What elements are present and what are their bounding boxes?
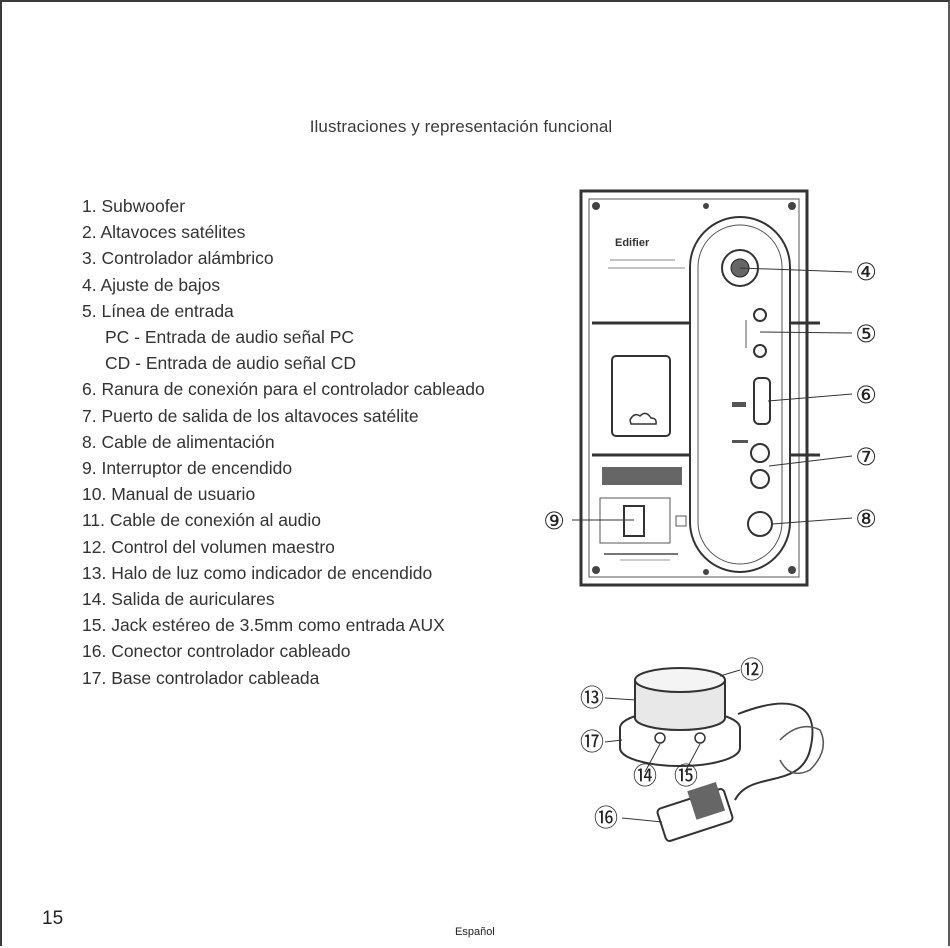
list-item: 5. Línea de entrada	[82, 300, 234, 321]
callout-leader	[759, 331, 853, 334]
subwoofer-inner-frame	[588, 198, 800, 578]
brand-logo: Edifier	[615, 237, 650, 249]
connector-column-inner	[697, 224, 783, 565]
list-item: 7. Puerto de salida de los altavoces sat…	[82, 405, 419, 426]
component-list: 1. Subwoofer 2. Altavoces satélites 3. Con…	[82, 193, 485, 691]
screw-icon	[788, 202, 796, 210]
satellite-output-jack	[750, 469, 770, 489]
page-title: Ilustraciones y representación funcional	[309, 117, 613, 136]
list-item: 16. Conector controlador cableado	[82, 641, 351, 662]
callout-leader	[684, 743, 701, 773]
volume-knob-top	[634, 667, 726, 693]
callout-5: ⑤	[855, 320, 877, 348]
callout-leader	[739, 267, 853, 273]
callout-leader	[604, 697, 637, 701]
cloud-icon	[629, 412, 657, 425]
output-label	[732, 440, 748, 443]
list-item: 9. Interruptor de encendido	[82, 458, 293, 479]
callout-15: ⑮	[674, 762, 698, 790]
page-number: 15	[42, 908, 64, 929]
screw-icon	[592, 202, 600, 210]
list-subitem: PC - Entrada de audio señal PC	[105, 327, 355, 348]
list-item: 4. Ajuste de bajos	[82, 274, 221, 295]
callout-7: ⑦	[855, 443, 877, 471]
power-switch	[623, 505, 645, 537]
callout-leader	[621, 817, 663, 823]
callout-9: ⑨	[543, 507, 565, 535]
volume-knob	[634, 680, 726, 731]
screw-icon	[788, 566, 796, 574]
pc-input-jack	[753, 308, 767, 322]
aux-jack	[694, 732, 706, 744]
list-item: 11. Cable de conexión al audio	[82, 510, 322, 531]
list-item: 12. Control del volumen maestro	[82, 536, 335, 557]
db9-connector-shell	[687, 781, 726, 820]
callout-leader	[604, 739, 623, 743]
callout-6: ⑥	[855, 381, 877, 409]
screw-icon	[703, 203, 709, 209]
list-item: 13. Halo de luz como indicador de encend…	[82, 562, 433, 583]
list-item: 3. Controlador alámbrico	[82, 248, 274, 269]
cable-coil	[779, 725, 825, 775]
callout-leader	[768, 455, 853, 467]
list-item: 10. Manual de usuario	[82, 484, 256, 505]
callout-16: ⑯	[594, 804, 618, 832]
subwoofer-rear-panel-illustration: Edifier ④ ⑤ ⑥ ⑦ ⑧ ⑨	[543, 189, 877, 587]
language-label: Español	[455, 926, 495, 938]
controller-slot	[753, 377, 771, 425]
wired-controller-illustration: ⑫ ⑬ ⑰ ⑭ ⑮ ⑯	[580, 656, 825, 842]
list-item: 1. Subwoofer	[82, 196, 186, 216]
callout-12: ⑫	[740, 656, 764, 684]
power-cable-port	[747, 511, 773, 537]
callout-leader	[771, 517, 853, 525]
screw-icon	[592, 566, 600, 574]
callout-leader	[644, 743, 661, 773]
callout-4: ④	[855, 258, 877, 286]
controller-base	[619, 728, 741, 767]
callout-13: ⑬	[580, 684, 604, 712]
list-item: 2. Altavoces satélites	[82, 222, 246, 243]
list-item: 17. Base controlador cableada	[82, 667, 320, 688]
callout-17: ⑰	[580, 728, 604, 756]
list-item: 14. Salida de auriculares	[82, 589, 275, 610]
fuse-icon	[675, 515, 687, 527]
controller-cable	[734, 702, 814, 801]
screw-icon	[703, 569, 709, 575]
list-subitem: CD - Entrada de audio señal CD	[105, 353, 356, 374]
certification-sticker	[602, 467, 682, 485]
cd-input-jack	[753, 344, 767, 358]
headphone-jack	[654, 732, 666, 744]
list-item: 8. Cable de alimentación	[82, 431, 275, 452]
callout-8: ⑧	[855, 505, 877, 533]
list-item: 6. Ranura de conexión para el controlado…	[82, 379, 485, 400]
callout-14: ⑭	[633, 762, 657, 790]
callout-leader	[767, 393, 853, 402]
callout-leader	[719, 669, 741, 677]
satellite-output-jack	[750, 443, 770, 463]
product-label-window	[611, 355, 671, 437]
slot-label	[732, 402, 746, 407]
list-item: 15. Jack estéreo de 3.5mm como entrada A…	[82, 615, 445, 636]
